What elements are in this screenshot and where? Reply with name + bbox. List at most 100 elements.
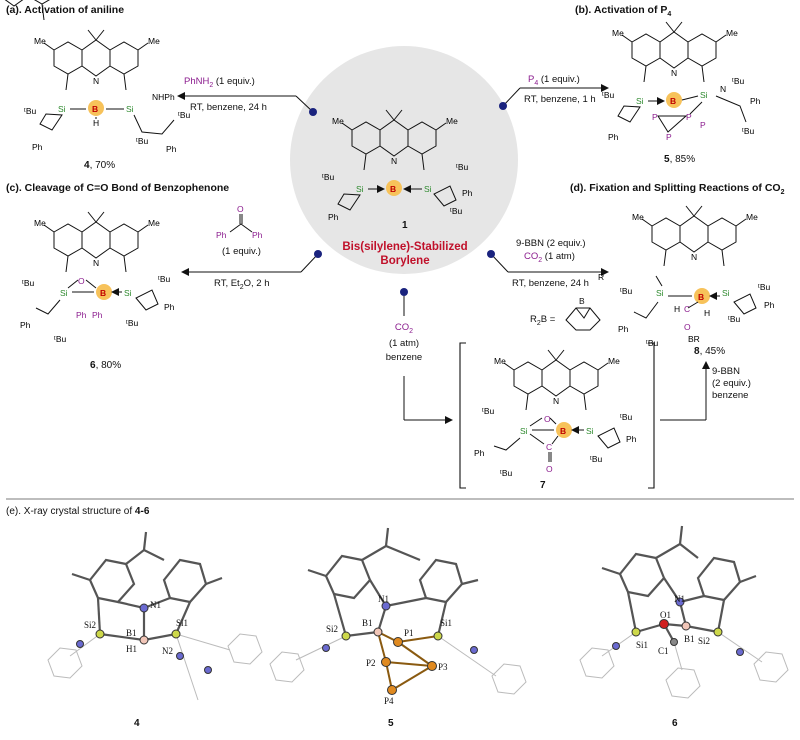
svg-text:Me: Me [612, 28, 624, 38]
svg-text:C: C [546, 442, 552, 452]
panel-d-title: (d). Fixation and Splitting Reactions of… [570, 182, 785, 197]
panel-b-title: (b). Activation of P4 [575, 4, 672, 19]
xray-6: N1 O1 Si1 B1 Si2 C1 [579, 525, 789, 699]
svg-text:Si: Si [124, 288, 132, 298]
compound-6-label: 6, 80% [90, 360, 122, 371]
svg-text:N: N [93, 76, 99, 86]
svg-text:Si: Si [722, 288, 730, 298]
svg-text:Me: Me [726, 28, 738, 38]
svg-text:Si: Si [636, 96, 644, 106]
svg-text:ᵗBu: ᵗBu [136, 136, 149, 146]
svg-text:P: P [686, 112, 692, 122]
svg-text:ᵗBu: ᵗBu [54, 334, 67, 344]
r2b-definition: R2B = [530, 314, 556, 327]
svg-text:Si: Si [656, 288, 664, 298]
compound-7-label: 7 [540, 480, 546, 491]
panel-e-title: (e). X-ray crystal structure of 4-6 [6, 506, 150, 517]
svg-text:ᵗBu: ᵗBu [602, 90, 615, 100]
reagent-d1: 9-BBN (2 equiv.) [516, 238, 586, 249]
svg-text:ᵗBu: ᵗBu [24, 106, 37, 116]
svg-text:Me: Me [148, 218, 160, 228]
svg-text:Me: Me [34, 218, 46, 228]
svg-text:B: B [100, 288, 106, 298]
svg-text:O1: O1 [660, 610, 671, 620]
svg-text:Me: Me [608, 356, 620, 366]
benzophenone-structure: O Ph Ph [216, 204, 263, 240]
co2-solvent: benzene [385, 352, 423, 363]
svg-text:NHPh: NHPh [152, 92, 175, 102]
svg-text:Ph: Ph [474, 448, 485, 458]
svg-text:ᵗBu: ᵗBu [646, 338, 659, 348]
svg-text:O: O [78, 276, 85, 286]
reagent-a: PhNH2 (1 equiv.) [184, 76, 255, 89]
svg-text:Me: Me [332, 116, 344, 126]
svg-text:ᵗBu: ᵗBu [158, 274, 171, 284]
compound-8-label: 8, 45% [694, 346, 726, 357]
svg-text:P: P [700, 120, 706, 130]
structure-4: B N Si Si H Me Me NHPh ᵗBu Ph Ph ᵗBu ᵗBu [24, 29, 191, 154]
pincer-ligand-template [4, 0, 51, 21]
svg-text:B: B [390, 184, 396, 194]
structure-6: B N Si Si O Me Me ᵗBu Ph Ph Ph ᵗBu Ph ᵗB… [20, 211, 175, 344]
svg-text:Si: Si [126, 104, 134, 114]
svg-text:Ph: Ph [608, 132, 619, 142]
svg-text:B: B [579, 296, 585, 306]
svg-text:P4: P4 [384, 696, 394, 706]
svg-text:B1: B1 [684, 634, 695, 644]
svg-text:Si: Si [586, 426, 594, 436]
svg-text:O: O [237, 204, 244, 214]
arrow-d [487, 250, 609, 276]
svg-text:ᵗBu: ᵗBu [482, 406, 495, 416]
svg-text:Ph: Ph [166, 144, 177, 154]
svg-text:N1: N1 [674, 594, 685, 604]
svg-text:Si2: Si2 [84, 620, 96, 630]
svg-text:P: P [666, 132, 672, 142]
svg-text:N: N [691, 252, 697, 262]
svg-text:Ph: Ph [252, 230, 263, 240]
svg-text:Me: Me [446, 116, 458, 126]
svg-text:C: C [684, 304, 690, 314]
svg-text:ᵗBu: ᵗBu [728, 314, 741, 324]
compound-4-label: 4, 70% [84, 160, 116, 171]
svg-text:O: O [546, 464, 553, 474]
bbn-structure: B [565, 296, 601, 331]
svg-text:Ph: Ph [20, 320, 31, 330]
svg-text:O: O [544, 414, 551, 424]
svg-text:ᵗBu: ᵗBu [22, 278, 35, 288]
svg-text:P1: P1 [404, 628, 414, 638]
svg-text:Ph: Ph [328, 212, 339, 222]
svg-text:Si: Si [424, 184, 432, 194]
svg-text:Si: Si [700, 90, 708, 100]
svg-text:ᵗBu: ᵗBu [450, 206, 463, 216]
compound-1-label: 1 [402, 220, 408, 231]
bbn-reagent: 9-BBN [712, 366, 740, 377]
svg-text:ᵗBu: ᵗBu [322, 172, 335, 182]
svg-text:Si: Si [60, 288, 68, 298]
svg-text:H: H [674, 304, 680, 314]
svg-text:ᵗBu: ᵗBu [742, 126, 755, 136]
svg-text:P: P [652, 112, 658, 122]
svg-text:Ph: Ph [76, 310, 87, 320]
svg-text:Si2: Si2 [698, 636, 710, 646]
xray-6-label: 6 [672, 718, 678, 729]
co2-reagent: CO2 [394, 322, 414, 335]
conditions-d: RT, benzene, 24 h [512, 278, 589, 289]
xray-5: N1 Si2 B1 P1 Si1 P2 P3 P4 [269, 527, 527, 706]
svg-text:P2: P2 [366, 658, 376, 668]
svg-text:ᵗBu: ᵗBu [620, 286, 633, 296]
brackets-7 [459, 342, 655, 489]
svg-text:N2: N2 [162, 646, 173, 656]
svg-text:ᵗBu: ᵗBu [500, 468, 513, 478]
svg-text:Si1: Si1 [440, 618, 452, 628]
svg-text:R: R [598, 272, 604, 282]
svg-text:B1: B1 [126, 628, 137, 638]
svg-text:Ph: Ph [92, 310, 103, 320]
reagent-d2: CO2 (1 atm) [524, 251, 575, 264]
svg-text:C1: C1 [658, 646, 669, 656]
svg-text:N1: N1 [378, 594, 389, 604]
xray-4: Si2 B1 N1 Si1 H1 N2 [47, 531, 263, 701]
svg-text:Si: Si [58, 104, 66, 114]
